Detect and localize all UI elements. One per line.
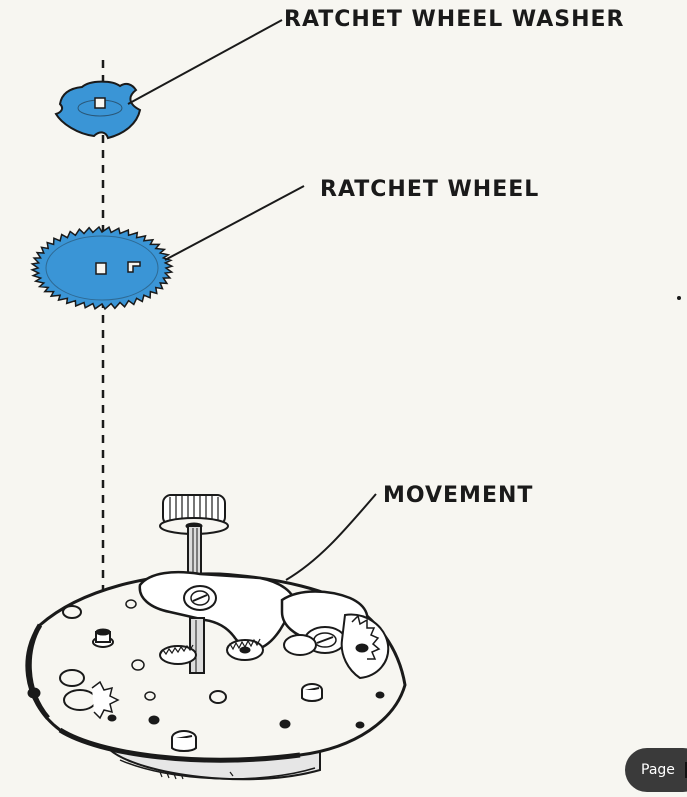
plate-hole xyxy=(148,715,160,725)
escape-wheel xyxy=(340,613,390,680)
plate-hole xyxy=(355,721,365,729)
plate-hole xyxy=(375,691,385,699)
ratchet-wheel-washer xyxy=(54,80,142,140)
right-screw xyxy=(301,683,323,702)
barrel-bridge xyxy=(138,570,297,652)
ratchet-wheel xyxy=(30,225,174,311)
label-movement: MOVEMENT xyxy=(383,483,533,508)
page-indicator[interactable]: Page xyxy=(625,748,687,792)
wheel-leader-line xyxy=(164,185,305,261)
ratchet-arbor-post xyxy=(92,628,114,648)
small-gear-left xyxy=(159,644,197,665)
label-ratchet-wheel: RATCHET WHEEL xyxy=(320,177,539,202)
bridge-screw xyxy=(183,585,217,611)
setting-wheels xyxy=(59,669,120,722)
watch-movement xyxy=(25,494,407,781)
page-label: Page xyxy=(641,762,675,778)
washer-square-hole xyxy=(94,97,106,109)
washer-leader-line xyxy=(127,19,283,105)
plate-hole xyxy=(27,687,41,699)
small-gear-right xyxy=(226,638,264,661)
front-screw xyxy=(171,730,197,752)
plate-hole xyxy=(209,690,227,704)
label-ratchet-wheel-washer: RATCHET WHEEL WASHER xyxy=(284,7,624,32)
ratchet-wheel-click-slot xyxy=(127,261,141,273)
plate-hole xyxy=(62,605,82,619)
washer-body xyxy=(54,80,142,140)
movement-leader-line xyxy=(285,493,377,581)
plate-hole xyxy=(131,659,145,671)
page-box-icon xyxy=(684,762,687,778)
plate-hole xyxy=(279,719,291,729)
plate-hole xyxy=(125,599,137,609)
crown-wheel xyxy=(159,494,229,535)
ratchet-wheel-square-hole xyxy=(95,262,107,275)
plate-hole xyxy=(144,691,156,701)
